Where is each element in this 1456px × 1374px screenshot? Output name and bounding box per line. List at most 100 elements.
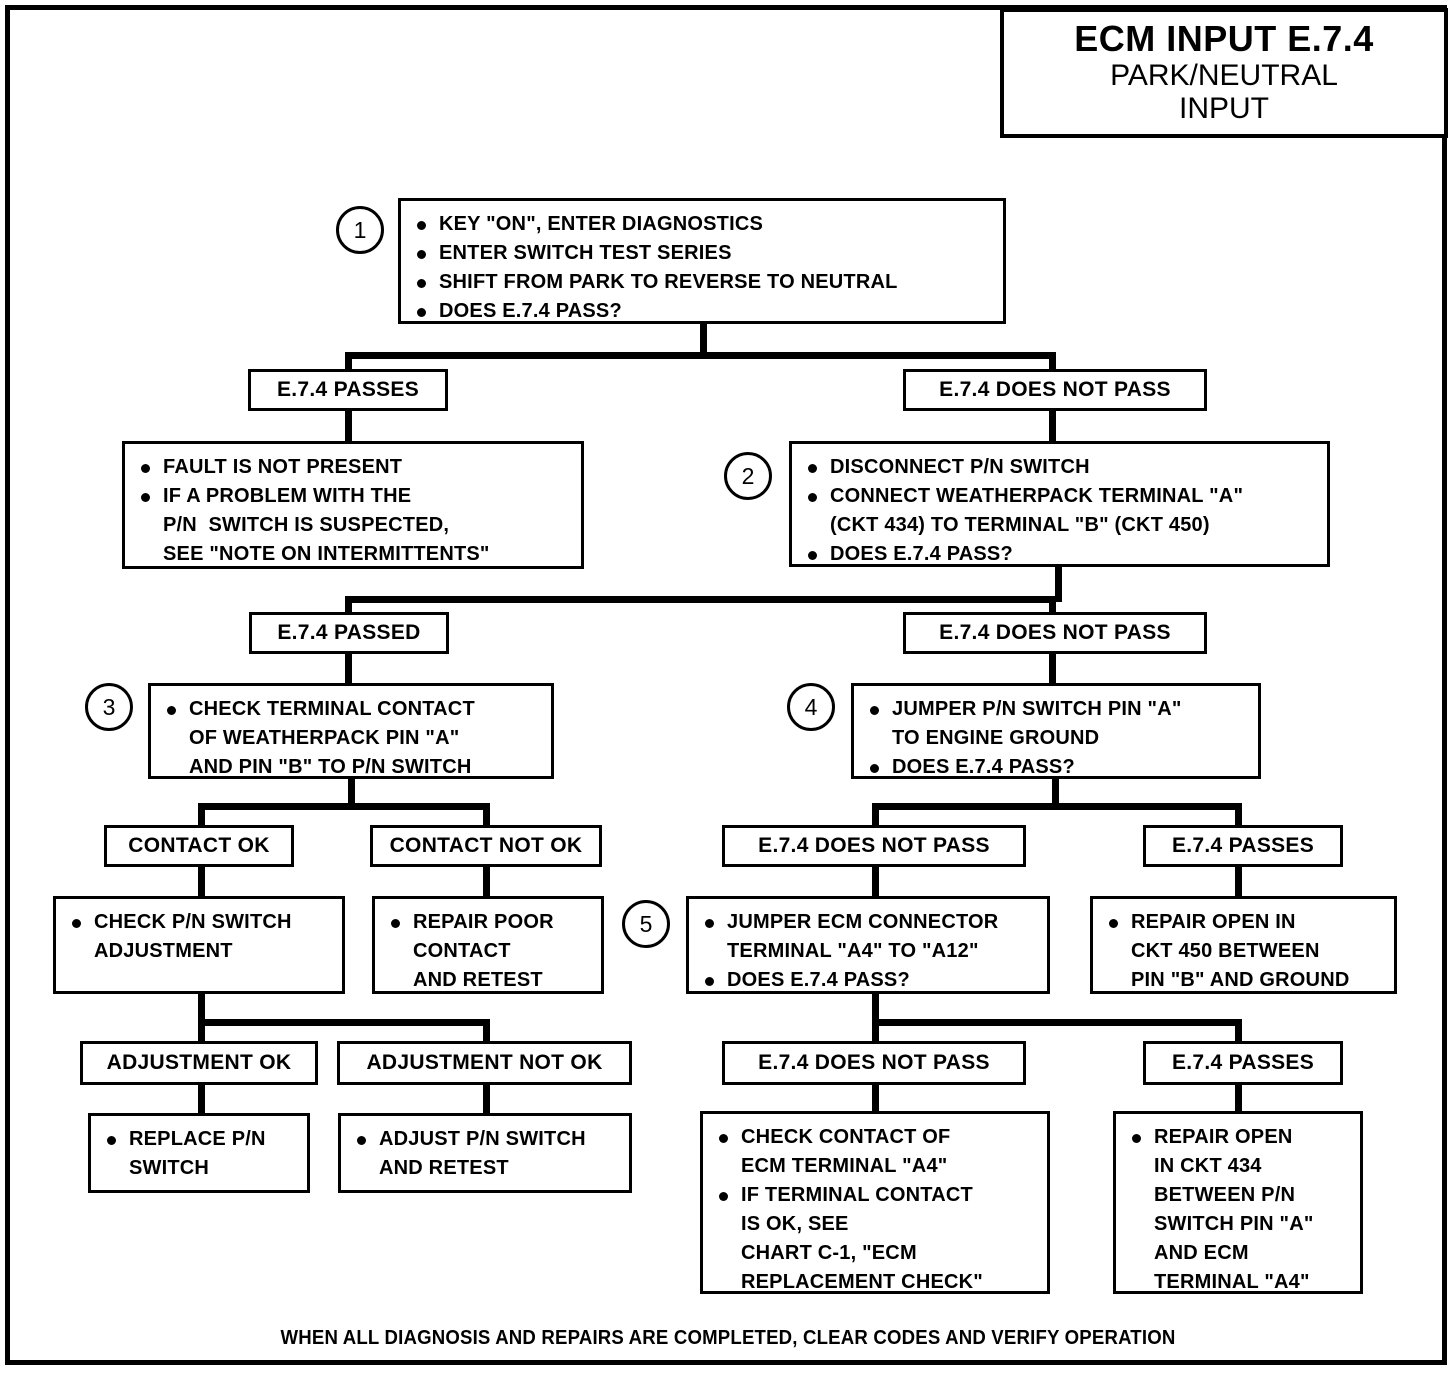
node-repair-poor-contact[interactable]: REPAIR POOR CONTACT AND RETEST	[372, 896, 604, 994]
node-not-pass-right-4[interactable]: E.7.4 DOES NOT PASS	[722, 1041, 1026, 1085]
connector-split-2	[348, 596, 1055, 603]
node-step4-line-2: DOES E.7.4 PASS?	[866, 754, 1250, 781]
node-step5[interactable]: JUMPER ECM CONNECTOR TERMINAL "A4" TO "A…	[686, 896, 1050, 994]
connector-step2-down	[1055, 566, 1062, 602]
node-not-pass-right-3[interactable]: E.7.4 DOES NOT PASS	[722, 825, 1026, 867]
connector-passed-l2-down	[345, 653, 352, 685]
node-repair450-line-1: CKT 450 BETWEEN	[1131, 940, 1320, 962]
node-check-ecm-contact[interactable]: CHECK CONTACT OF ECM TERMINAL "A4" IF TE…	[700, 1111, 1050, 1294]
connector-adjustment-ok-down	[198, 1083, 205, 1115]
connector-notpass-r3-down	[872, 866, 879, 898]
connector-passes-r4-down	[1235, 1083, 1242, 1111]
step-marker-1-label: 1	[353, 216, 367, 243]
step-marker-1: 1	[336, 206, 384, 254]
node-contact-not-ok[interactable]: CONTACT NOT OK	[370, 825, 602, 867]
node-fault-line-2: P/N SWITCH IS SUSPECTED,	[163, 514, 450, 536]
node-repair434-line-5: TERMINAL "A4"	[1154, 1271, 1310, 1293]
node-step2-line-2: (CKT 434) TO TERMINAL "B" (CKT 450)	[830, 514, 1210, 536]
node-fault-line-0: FAULT IS NOT PRESENT	[137, 454, 573, 481]
connector-step1-down	[700, 322, 707, 358]
step-marker-4-label: 4	[804, 693, 818, 720]
node-repair450-line-0: REPAIR OPEN IN	[1105, 909, 1386, 936]
node-fault-not-present[interactable]: FAULT IS NOT PRESENT IF A PROBLEM WITH T…	[122, 441, 584, 569]
node-step1-line-2: SHIFT FROM PARK TO REVERSE TO NEUTRAL	[413, 269, 995, 296]
node-passes-right-3[interactable]: E.7.4 PASSES	[1143, 825, 1343, 867]
node-step4-line-0: JUMPER P/N SWITCH PIN "A"	[866, 696, 1250, 723]
node-step3-line-0: CHECK TERMINAL CONTACT	[163, 696, 543, 723]
node-passed-left-2[interactable]: E.7.4 PASSED	[249, 612, 449, 654]
step-marker-5: 5	[622, 900, 670, 948]
node-check-adjustment[interactable]: CHECK P/N SWITCH ADJUSTMENT	[53, 896, 345, 994]
node-step3-line-1: OF WEATHERPACK PIN "A"	[189, 727, 460, 749]
node-not-pass-right-1[interactable]: E.7.4 DOES NOT PASS	[903, 369, 1207, 411]
node-not-pass-right-1-label: E.7.4 DOES NOT PASS	[939, 378, 1171, 401]
connector-to-adjustment-ok	[198, 1019, 205, 1041]
node-repair-open-ckt450[interactable]: REPAIR OPEN IN CKT 450 BETWEEN PIN "B" A…	[1090, 896, 1397, 994]
node-step5-line-2: DOES E.7.4 PASS?	[701, 967, 1039, 994]
connector-to-notpass-r1	[1049, 352, 1056, 372]
node-step5-line-1: TERMINAL "A4" TO "A12"	[727, 940, 979, 962]
connector-adjustment-not-ok-down	[483, 1083, 490, 1115]
node-adjust-switch[interactable]: ADJUST P/N SWITCH AND RETEST	[338, 1113, 632, 1193]
node-step3-line-2: AND PIN "B" TO P/N SWITCH	[189, 756, 472, 778]
chart-subtitle-1: PARK/NEUTRAL	[1110, 59, 1338, 92]
connector-to-adjustment-not-ok	[483, 1019, 490, 1041]
node-adjustment-ok-label: ADJUSTMENT OK	[106, 1051, 292, 1074]
connector-step5-down	[872, 993, 879, 1025]
node-repair434-line-3: SWITCH PIN "A"	[1154, 1213, 1314, 1235]
node-repair450-line-2: PIN "B" AND GROUND	[1131, 969, 1350, 991]
node-check-ecm-line-1: ECM TERMINAL "A4"	[741, 1155, 948, 1177]
node-passes-right-4[interactable]: E.7.4 PASSES	[1143, 1041, 1343, 1085]
node-repair434-line-4: AND ECM	[1154, 1242, 1249, 1264]
step-marker-3-label: 3	[102, 693, 116, 720]
node-repair-contact-line-1: CONTACT	[413, 940, 511, 962]
connector-to-notpass-r3	[872, 803, 879, 825]
step-marker-4: 4	[787, 683, 835, 731]
node-passes-right-4-label: E.7.4 PASSES	[1171, 1051, 1315, 1074]
step-marker-2-label: 2	[741, 462, 755, 489]
node-replace-switch[interactable]: REPLACE P/N SWITCH	[88, 1113, 310, 1193]
node-step2-line-1: CONNECT WEATHERPACK TERMINAL "A"	[804, 483, 1319, 510]
node-step2[interactable]: DISCONNECT P/N SWITCH CONNECT WEATHERPAC…	[789, 441, 1330, 567]
step-marker-3: 3	[85, 683, 133, 731]
node-adjustment-not-ok[interactable]: ADJUSTMENT NOT OK	[337, 1041, 632, 1085]
node-check-adj-line-0: CHECK P/N SWITCH	[68, 909, 334, 936]
node-adjust-line-1: AND RETEST	[379, 1157, 509, 1179]
node-not-pass-right-2[interactable]: E.7.4 DOES NOT PASS	[903, 612, 1207, 654]
connector-split-4	[872, 803, 1242, 810]
node-repair-contact-line-0: REPAIR POOR	[387, 909, 593, 936]
node-repair-open-ckt434[interactable]: REPAIR OPEN IN CKT 434 BETWEEN P/N SWITC…	[1113, 1111, 1363, 1294]
node-passed-left-2-label: E.7.4 PASSED	[277, 621, 421, 644]
node-step3[interactable]: CHECK TERMINAL CONTACT OF WEATHERPACK PI…	[148, 683, 554, 779]
node-not-pass-right-3-label: E.7.4 DOES NOT PASS	[758, 834, 990, 857]
connector-notpass-r4-down	[872, 1083, 879, 1111]
step-marker-5-label: 5	[639, 910, 653, 937]
connector-to-contact-not-ok	[483, 803, 490, 825]
node-step1[interactable]: KEY "ON", ENTER DIAGNOSTICS ENTER SWITCH…	[398, 198, 1006, 324]
connector-notpass-r1-down	[1049, 409, 1056, 443]
node-check-ecm-line-2: IF TERMINAL CONTACT	[715, 1182, 1039, 1209]
connector-split-1	[348, 352, 1056, 359]
node-step5-line-0: JUMPER ECM CONNECTOR	[701, 909, 1039, 936]
node-repair-contact-line-2: AND RETEST	[413, 969, 543, 991]
node-step1-line-1: ENTER SWITCH TEST SERIES	[413, 240, 995, 267]
node-adjustment-ok[interactable]: ADJUSTMENT OK	[80, 1041, 318, 1085]
node-step4[interactable]: JUMPER P/N SWITCH PIN "A" TO ENGINE GROU…	[851, 683, 1261, 779]
connector-to-passes-r3	[1235, 803, 1242, 825]
node-passes-left-1[interactable]: E.7.4 PASSES	[248, 369, 448, 411]
node-not-pass-right-4-label: E.7.4 DOES NOT PASS	[758, 1051, 990, 1074]
connector-split-5	[198, 1019, 490, 1026]
node-step1-line-3: DOES E.7.4 PASS?	[413, 298, 995, 325]
connector-to-contact-ok	[198, 803, 205, 825]
node-step4-line-1: TO ENGINE GROUND	[892, 727, 1100, 749]
node-passes-right-3-label: E.7.4 PASSES	[1171, 834, 1315, 857]
chart-title: ECM INPUT E.7.4	[1074, 18, 1374, 59]
node-contact-ok[interactable]: CONTACT OK	[104, 825, 294, 867]
node-check-ecm-line-5: REPLACEMENT CHECK"	[741, 1271, 983, 1293]
node-fault-line-1: IF A PROBLEM WITH THE	[137, 483, 573, 510]
node-step2-line-3: DOES E.7.4 PASS?	[804, 541, 1319, 568]
node-check-ecm-line-0: CHECK CONTACT OF	[715, 1124, 1039, 1151]
node-contact-not-ok-label: CONTACT NOT OK	[389, 834, 583, 857]
connector-passes-r3-down	[1235, 866, 1242, 898]
chart-subtitle-2: INPUT	[1179, 92, 1269, 125]
